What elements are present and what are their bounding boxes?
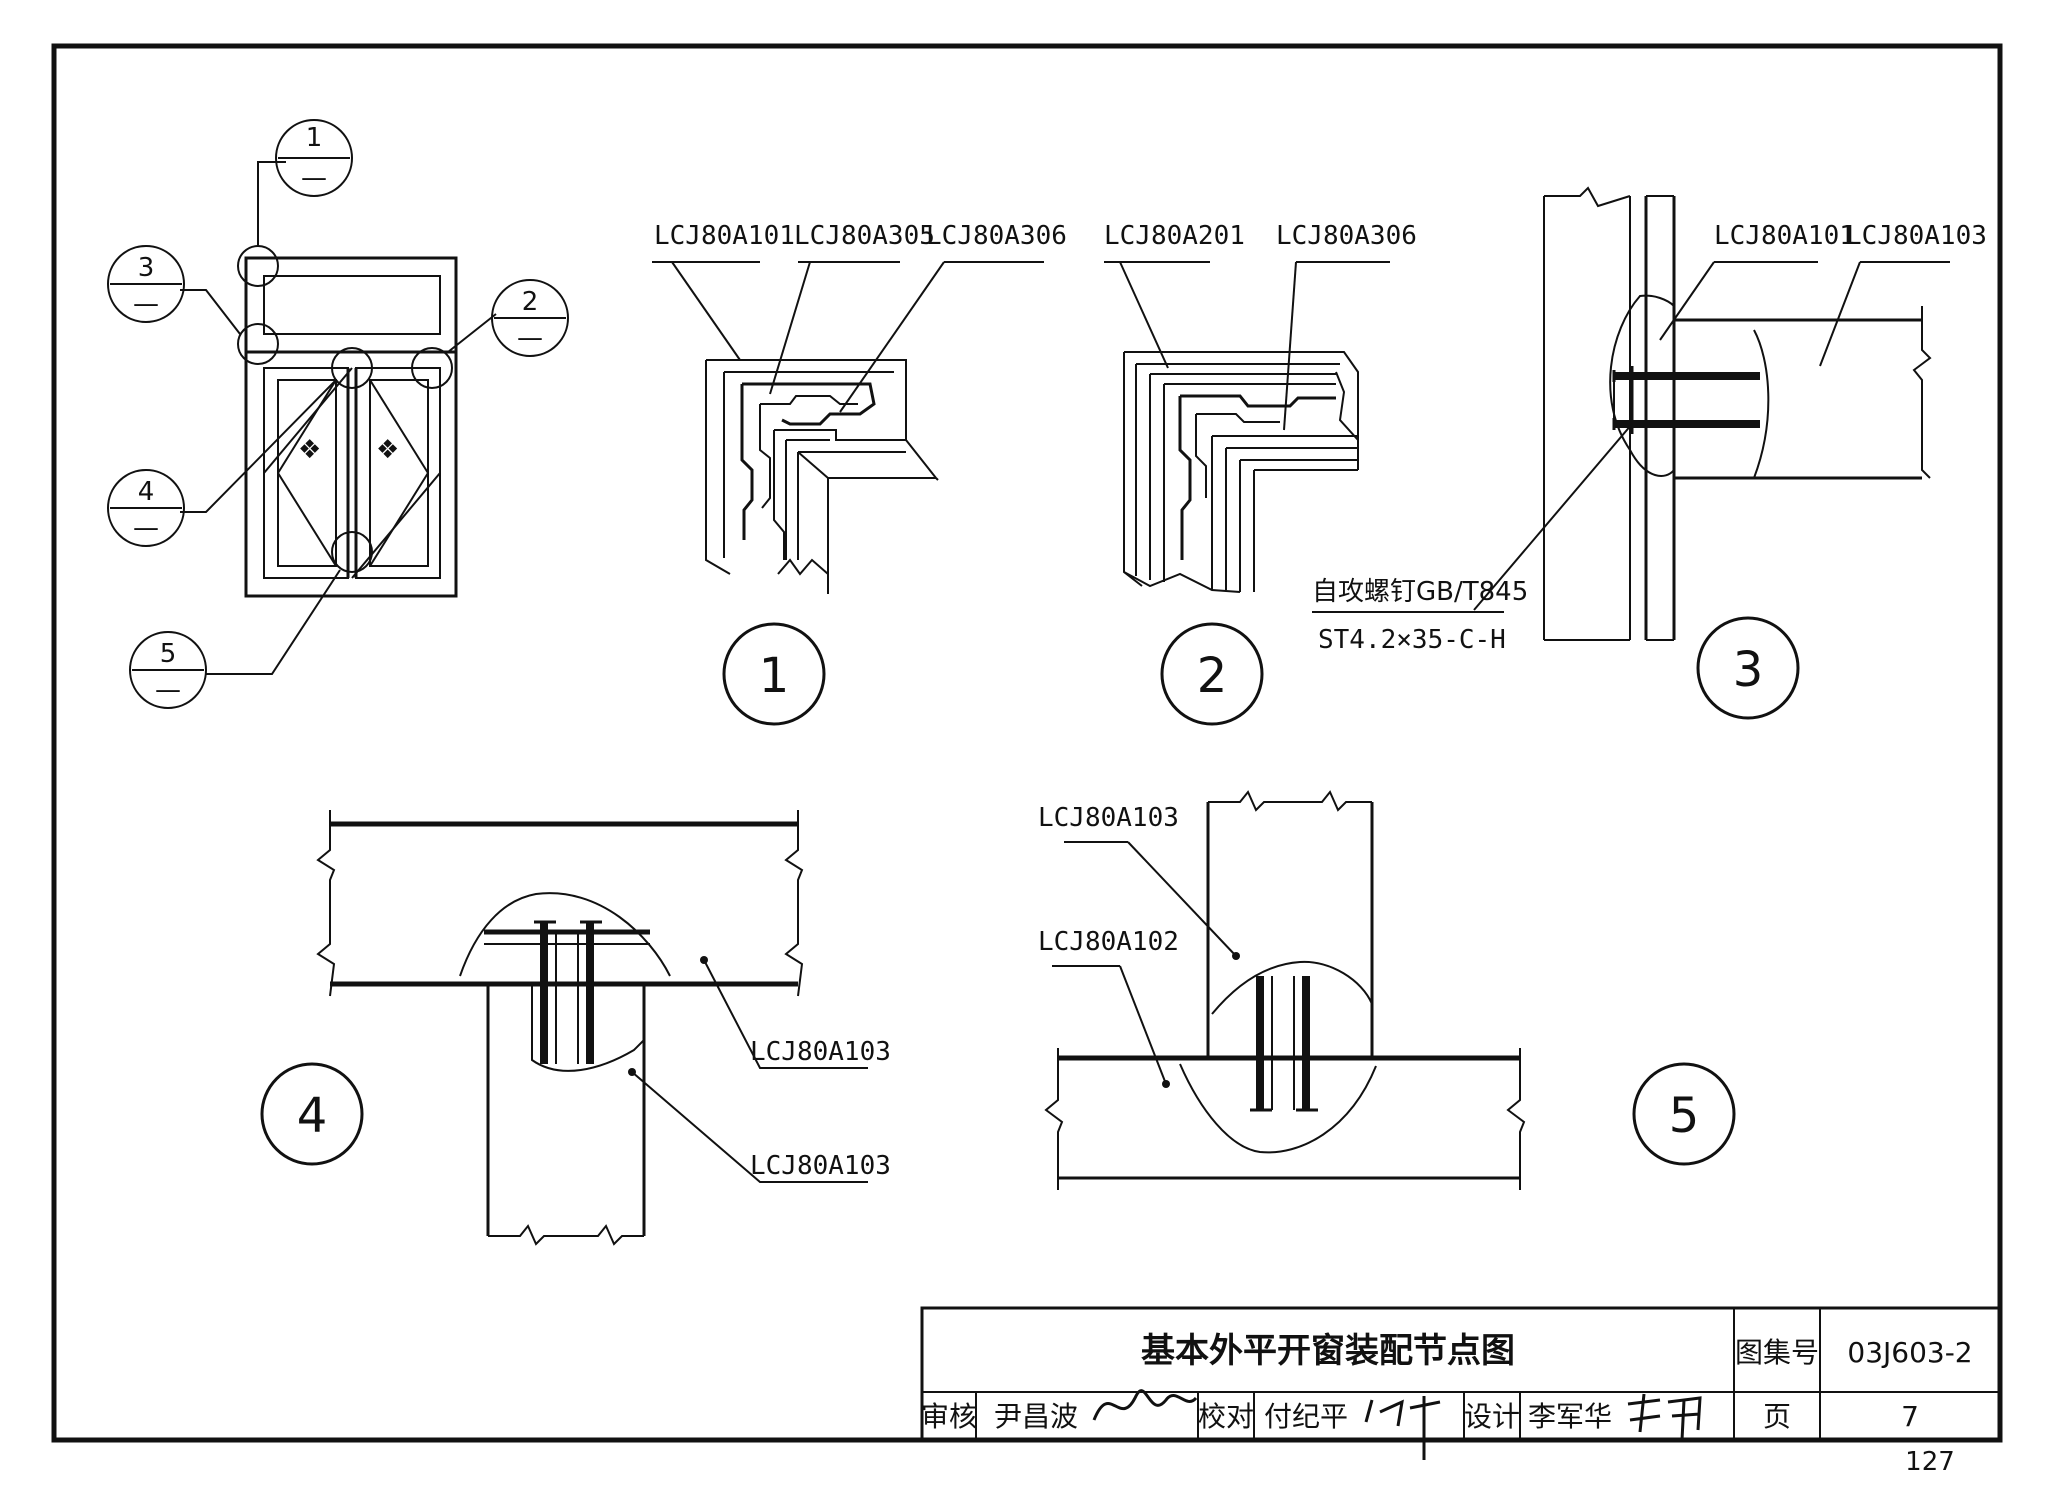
handle-mark-left: ❖ [298, 435, 321, 465]
design-label: 设计 [1464, 1400, 1520, 1433]
detail-4: LCJ80A103 LCJ80A103 4 [260, 810, 891, 1246]
review-label: 审核 [921, 1400, 977, 1433]
svg-text:—: — [133, 289, 159, 319]
svg-text:1: 1 [759, 648, 790, 704]
detail-5-label-a: LCJ80A103 [1038, 803, 1179, 833]
callout-2: 2 — [491, 279, 569, 357]
detail-4-label-a: LCJ80A103 [750, 1037, 891, 1067]
svg-text:—: — [301, 163, 327, 193]
key-plan: ❖ ❖ 1 — 3 — 2 — [107, 119, 569, 709]
atlas-label: 图集号 [1735, 1336, 1819, 1369]
window-top-sash [263, 275, 441, 335]
detail-1-label-a: LCJ80A101 [654, 221, 795, 251]
design-signature [1627, 1393, 1702, 1441]
handle-mark-right: ❖ [376, 435, 399, 465]
check-signature [1364, 1396, 1441, 1460]
detail-1-label-c: LCJ80A306 [926, 221, 1067, 251]
page-label: 页 [1763, 1400, 1791, 1433]
sheet-page-number: 127 [1905, 1447, 1955, 1477]
svg-text:4: 4 [138, 477, 155, 507]
detail-5: LCJ80A103 LCJ80A102 5 [1038, 790, 1736, 1190]
screw-spec-line1: 自攻螺钉GB/T845 [1312, 577, 1528, 607]
atlas-number: 03J603-2 [1847, 1336, 1972, 1369]
svg-text:4: 4 [297, 1088, 328, 1144]
svg-text:2: 2 [1197, 648, 1228, 704]
svg-text:2: 2 [522, 287, 539, 317]
svg-text:5: 5 [1669, 1088, 1700, 1144]
svg-text:5: 5 [160, 639, 177, 669]
svg-text:—: — [155, 675, 181, 705]
review-signature [1092, 1389, 1198, 1421]
svg-text:3: 3 [138, 253, 155, 283]
callout-3: 3 — [107, 245, 185, 323]
window-outer-frame [244, 256, 458, 598]
detail-3: LCJ80A101 LCJ80A103 自攻螺钉GB/T845 ST4.2× [1312, 186, 1987, 720]
screw-spec-line2: ST4.2×35-C-H [1318, 625, 1506, 655]
title-block: 基本外平开窗装配节点图 图集号 03J603-2 审核 尹昌波 校对 付纪平 设… [920, 1306, 2002, 1460]
detail-3-label-a: LCJ80A101 [1714, 221, 1855, 251]
svg-text:—: — [133, 513, 159, 543]
callout-5: 5 — [129, 631, 207, 709]
svg-text:—: — [517, 323, 543, 353]
detail-1: LCJ80A101 LCJ80A305 LCJ80A306 1 [652, 221, 1067, 726]
review-name: 尹昌波 [994, 1400, 1078, 1433]
svg-text:3: 3 [1733, 642, 1764, 698]
check-label: 校对 [1198, 1400, 1254, 1433]
detail-1-label-b: LCJ80A305 [794, 221, 935, 251]
design-name: 李军华 [1528, 1400, 1612, 1433]
check-name: 付纪平 [1264, 1400, 1348, 1433]
page-value: 7 [1901, 1400, 1919, 1433]
detail-2: LCJ80A201 LCJ80A306 2 [1104, 221, 1417, 726]
detail-4-label-b: LCJ80A103 [750, 1151, 891, 1181]
svg-text:1: 1 [306, 123, 323, 153]
sheet-border [51, 43, 2003, 1443]
detail-2-label-b: LCJ80A306 [1276, 221, 1417, 251]
drawing-title: 基本外平开窗装配节点图 [1141, 1331, 1515, 1371]
detail-5-label-b: LCJ80A102 [1038, 927, 1179, 957]
callout-1: 1 — [275, 119, 353, 197]
detail-2-label-a: LCJ80A201 [1104, 221, 1245, 251]
callout-4: 4 — [107, 469, 185, 547]
detail-3-label-b: LCJ80A103 [1846, 221, 1987, 251]
